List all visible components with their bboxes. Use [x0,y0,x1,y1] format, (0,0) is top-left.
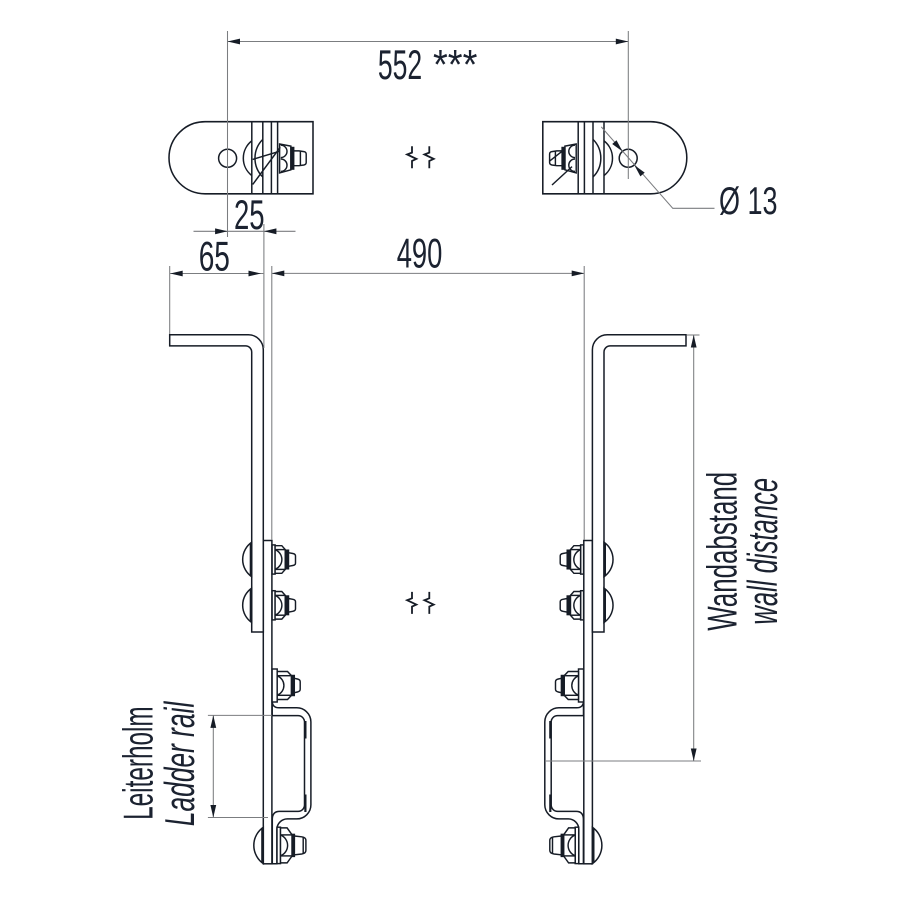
svg-text:25: 25 [234,191,265,238]
svg-text:wall distance: wall distance [739,478,786,625]
svg-text:Ladder rail: Ladder rail [156,701,203,826]
svg-text:***: *** [433,41,477,88]
svg-text:490: 490 [397,230,443,277]
svg-text:552: 552 [378,41,422,88]
svg-text:65: 65 [199,233,230,280]
svg-text:Wandabstand: Wandabstand [699,472,746,631]
svg-text:Ø 13: Ø 13 [719,180,778,223]
svg-text:Leiterholm: Leiterholm [115,706,162,820]
